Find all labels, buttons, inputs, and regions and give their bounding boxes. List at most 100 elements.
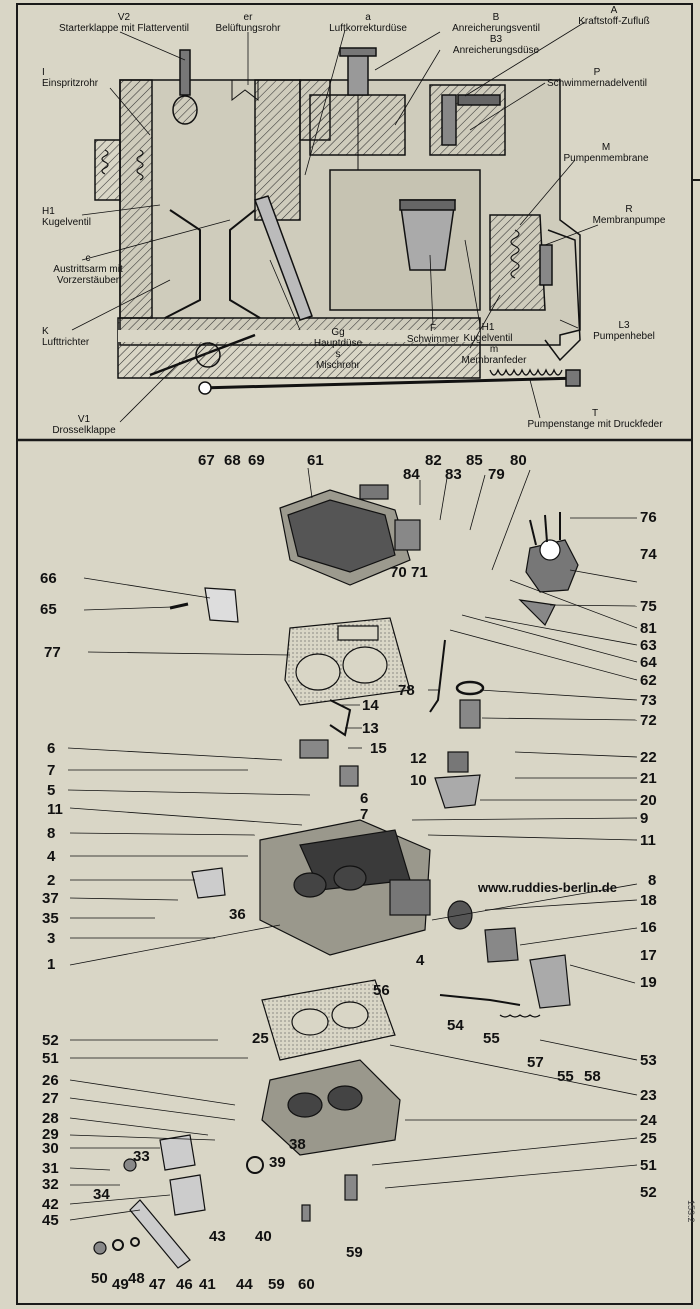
part-number-39: 39 bbox=[269, 1154, 286, 1171]
part-number-18: 18 bbox=[640, 892, 657, 909]
part-number-33: 33 bbox=[133, 1148, 150, 1165]
part-number-42: 42 bbox=[42, 1196, 59, 1213]
part-number-71: 71 bbox=[411, 564, 428, 581]
part-number-5: 5 bbox=[47, 782, 56, 799]
part-number-51b: 51 bbox=[640, 1157, 657, 1174]
part-number-6a: 6 bbox=[47, 740, 56, 757]
part-number-37: 37 bbox=[42, 890, 59, 907]
part-number-67: 67 bbox=[198, 452, 215, 469]
part-number-52a: 52 bbox=[42, 1032, 59, 1049]
part-number-46: 46 bbox=[176, 1276, 193, 1293]
part-number-2: 2 bbox=[47, 872, 56, 889]
part-number-60: 60 bbox=[298, 1276, 315, 1293]
part-number-84: 84 bbox=[403, 466, 420, 483]
sectional-leader-lines bbox=[71, 21, 599, 423]
part-number-28: 28 bbox=[42, 1110, 59, 1127]
part-number-14: 14 bbox=[362, 697, 379, 714]
label-a-fuel-inlet: A Kraftstoff-Zufluß bbox=[578, 5, 650, 27]
label-l3-pump-lever: L3 Pumpenhebel bbox=[593, 320, 655, 342]
part-number-45: 45 bbox=[42, 1212, 59, 1229]
part-number-4a: 4 bbox=[47, 848, 56, 865]
part-number-36: 36 bbox=[229, 906, 246, 923]
part-number-25a: 25 bbox=[252, 1030, 269, 1047]
part-number-34: 34 bbox=[93, 1186, 110, 1203]
part-number-23: 23 bbox=[640, 1087, 657, 1104]
part-number-35: 35 bbox=[42, 910, 59, 927]
label-c-discharge-arm: c Austrittsarm mit Vorzerstäuber bbox=[53, 253, 123, 286]
part-number-10: 10 bbox=[410, 772, 427, 789]
part-number-82: 82 bbox=[425, 452, 442, 469]
part-number-51a: 51 bbox=[42, 1050, 59, 1067]
part-number-68: 68 bbox=[224, 452, 241, 469]
part-number-16: 16 bbox=[640, 919, 657, 936]
part-number-11a: 11 bbox=[47, 801, 63, 818]
part-number-75: 75 bbox=[640, 598, 657, 615]
part-number-32: 32 bbox=[42, 1176, 59, 1193]
part-number-74: 74 bbox=[640, 546, 657, 563]
part-number-62: 62 bbox=[640, 672, 657, 689]
label-b3-enrichment-jet: B3 Anreicherungsdüse bbox=[452, 34, 540, 56]
part-number-55b: 55 bbox=[557, 1068, 574, 1085]
part-number-49: 49 bbox=[112, 1276, 129, 1293]
part-number-19: 19 bbox=[640, 974, 657, 991]
part-number-83: 83 bbox=[445, 466, 462, 483]
part-number-4b: 4 bbox=[416, 952, 425, 969]
part-number-66: 66 bbox=[40, 570, 57, 587]
part-number-20: 20 bbox=[640, 792, 657, 809]
part-number-1: 1 bbox=[47, 956, 56, 973]
part-number-22: 22 bbox=[640, 749, 657, 766]
part-number-30: 30 bbox=[42, 1140, 59, 1157]
part-number-6b: 6 bbox=[360, 790, 369, 807]
part-number-59b: 59 bbox=[268, 1276, 285, 1293]
part-number-77: 77 bbox=[44, 644, 61, 661]
part-number-21: 21 bbox=[640, 770, 657, 787]
part-number-15: 15 bbox=[370, 740, 387, 757]
side-print-code: 153.2 bbox=[686, 1200, 696, 1223]
part-number-38: 38 bbox=[289, 1136, 306, 1153]
exploded-leader-lines bbox=[67, 467, 638, 1221]
part-number-69: 69 bbox=[248, 452, 265, 469]
label-i-injection-tube: I Einspritzrohr bbox=[42, 67, 99, 89]
label-v2-choke-flap: V2 Starterklappe mit Flatterventil bbox=[58, 12, 190, 34]
part-number-72: 72 bbox=[640, 712, 657, 729]
label-f-float: F Schwimmer bbox=[406, 323, 460, 345]
outer-frame bbox=[16, 3, 693, 1305]
part-number-12: 12 bbox=[410, 750, 427, 767]
part-number-65: 65 bbox=[40, 601, 57, 618]
part-number-78: 78 bbox=[398, 682, 415, 699]
part-number-57: 57 bbox=[527, 1054, 544, 1071]
label-er-vent-tube: er Belüftungsrohr bbox=[215, 12, 281, 34]
part-number-25b: 25 bbox=[640, 1130, 657, 1147]
part-number-11b: 11 bbox=[640, 832, 656, 849]
part-number-80: 80 bbox=[510, 452, 527, 469]
label-h1-ball-valve-left: H1 Kugelventil bbox=[42, 206, 91, 228]
part-number-85: 85 bbox=[466, 452, 483, 469]
label-a-air-correction-jet: a Luftkorrekturdüse bbox=[329, 12, 407, 34]
part-number-29: 29 bbox=[42, 1126, 59, 1143]
part-number-64: 64 bbox=[640, 654, 657, 671]
part-number-31: 31 bbox=[42, 1160, 59, 1177]
part-number-40: 40 bbox=[255, 1228, 272, 1245]
part-number-26: 26 bbox=[42, 1072, 59, 1089]
part-number-70: 70 bbox=[390, 564, 407, 581]
part-number-17: 17 bbox=[640, 947, 657, 964]
part-number-7a: 7 bbox=[47, 762, 56, 779]
part-number-41: 41 bbox=[199, 1276, 216, 1293]
label-m-pump-diaphragm: M Pumpenmembrane bbox=[563, 142, 649, 164]
part-number-54: 54 bbox=[447, 1017, 464, 1034]
part-number-13: 13 bbox=[362, 720, 379, 737]
part-number-3: 3 bbox=[47, 930, 56, 947]
part-number-53: 53 bbox=[640, 1052, 657, 1069]
exploded-view bbox=[93, 484, 579, 1269]
part-number-48: 48 bbox=[128, 1270, 145, 1287]
part-number-43: 43 bbox=[209, 1228, 226, 1245]
label-b-enrichment-valve: B Anreicherungsventil bbox=[452, 12, 540, 34]
part-number-8b: 8 bbox=[648, 872, 657, 889]
part-number-76: 76 bbox=[640, 509, 657, 526]
part-number-59a: 59 bbox=[346, 1244, 363, 1261]
part-number-47: 47 bbox=[149, 1276, 166, 1293]
part-number-58: 58 bbox=[584, 1068, 601, 1085]
website-watermark: www.ruddies-berlin.de bbox=[478, 880, 617, 895]
